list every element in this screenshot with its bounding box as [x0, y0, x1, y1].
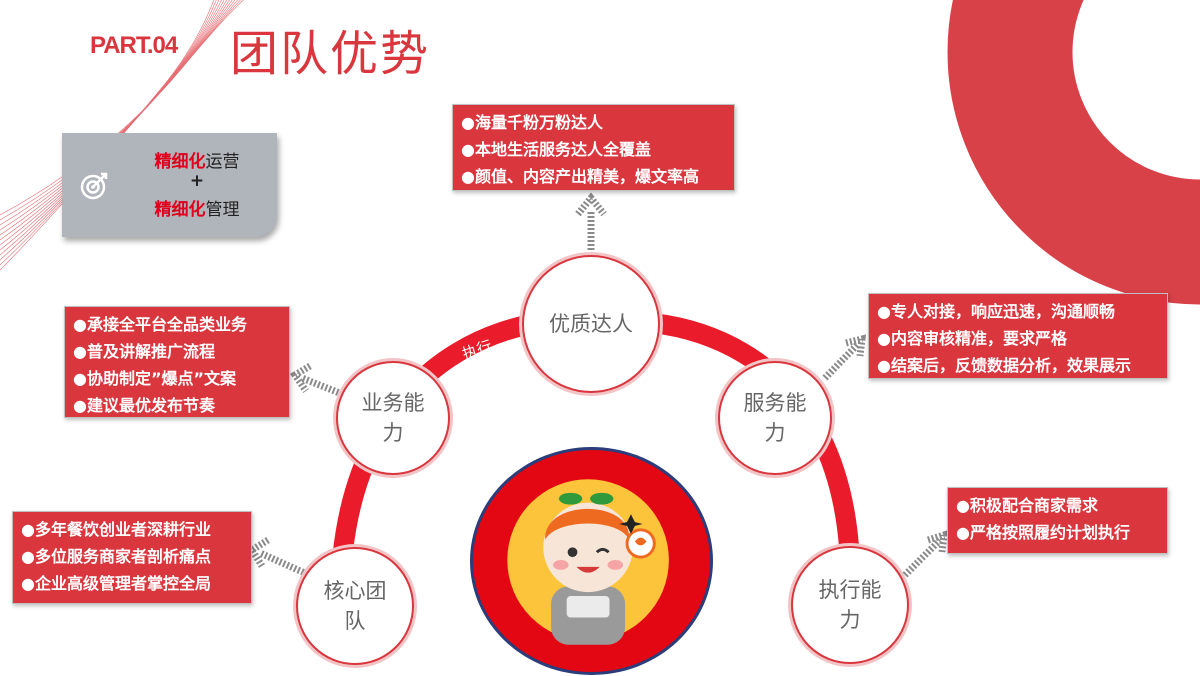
node-service-ability: 服务能力	[718, 361, 832, 475]
list-item: ●本地生活服务达人全覆盖	[461, 140, 651, 159]
page-title: 团队优势	[230, 26, 431, 82]
card-line-management: 精细化管理	[122, 195, 272, 220]
mascot-circle	[470, 447, 713, 675]
node-label-line1: 业务能	[361, 391, 425, 415]
dotted-arrows	[247, 192, 949, 578]
box-core-team: ●多年餐饮创业者深耕行业 ●多位服务商家者剖析痛点 ●企业高级管理者掌控全局	[12, 511, 252, 604]
node-quality-talent: 优质达人	[522, 255, 660, 393]
list-item: ●内容审核精准，要求严格	[877, 329, 1067, 348]
part-number: PART.04	[90, 32, 178, 59]
card-line-operation: 精细化运营	[122, 147, 272, 172]
wave-lines-decoration	[0, 0, 244, 271]
box-business-ability: ●承接全平台全品类业务 ●普及讲解推广流程 ●协助制定”爆点”文案 ●建议最优发…	[64, 306, 290, 418]
card-text-2: 管理	[205, 200, 240, 220]
node-label-line2: 力	[382, 421, 404, 445]
box-service-ability: ●专人对接，响应迅速，沟通顺畅 ●内容审核精准，要求严格 ●结案后，反馈数据分析…	[868, 293, 1168, 379]
node-label-line1: 执行能	[818, 578, 882, 602]
list-item: ●海量千粉万粉达人	[461, 113, 603, 132]
mascot-image	[507, 479, 669, 645]
list-item: ●严格按照履约计划执行	[956, 523, 1130, 542]
node-business-ability: 业务能力	[336, 361, 450, 475]
node-label-line2: 队	[344, 609, 366, 633]
node-label-line2: 力	[764, 421, 786, 445]
target-icon	[80, 172, 108, 200]
list-item: ●颜值、内容产出精美，爆文率高	[461, 167, 699, 186]
node-label-line1: 核心团	[323, 579, 387, 603]
card-text-1: 运营	[205, 152, 240, 172]
box-execution-ability: ●积极配合商家需求 ●严格按照履约计划执行	[947, 487, 1168, 554]
node-label-line1: 服务能	[743, 391, 807, 415]
card-highlight-2: 精细化	[154, 200, 206, 220]
list-item: ●协助制定”爆点”文案	[73, 369, 236, 388]
ring-decoration	[947, 0, 1200, 305]
node-core-team: 核心团队	[296, 547, 414, 665]
list-item: ●多年餐饮创业者深耕行业	[21, 520, 211, 539]
list-item: ●承接全平台全品类业务	[73, 315, 247, 334]
node-label: 优质达人	[549, 312, 633, 336]
list-item: ●建议最优发布节奏	[73, 396, 215, 415]
card-highlight-1: 精细化	[154, 152, 206, 172]
list-item: ●专人对接，响应迅速，沟通顺畅	[877, 302, 1115, 321]
refined-operation-card: 精细化运营 + 精细化管理	[62, 133, 277, 237]
list-item: ●多位服务商家者剖析痛点	[21, 547, 211, 566]
list-item: ●积极配合商家需求	[956, 496, 1098, 515]
box-top-talent: ●海量千粉万粉达人 ●本地生活服务达人全覆盖 ●颜值、内容产出精美，爆文率高	[452, 104, 735, 191]
node-label-line2: 力	[839, 608, 861, 632]
list-item: ●结案后，反馈数据分析，效果展示	[877, 356, 1131, 375]
node-execution-ability: 执行能力	[791, 546, 909, 664]
list-item: ●企业高级管理者掌控全局	[21, 574, 211, 593]
list-item: ●普及讲解推广流程	[73, 342, 215, 361]
card-plus: +	[189, 171, 205, 191]
